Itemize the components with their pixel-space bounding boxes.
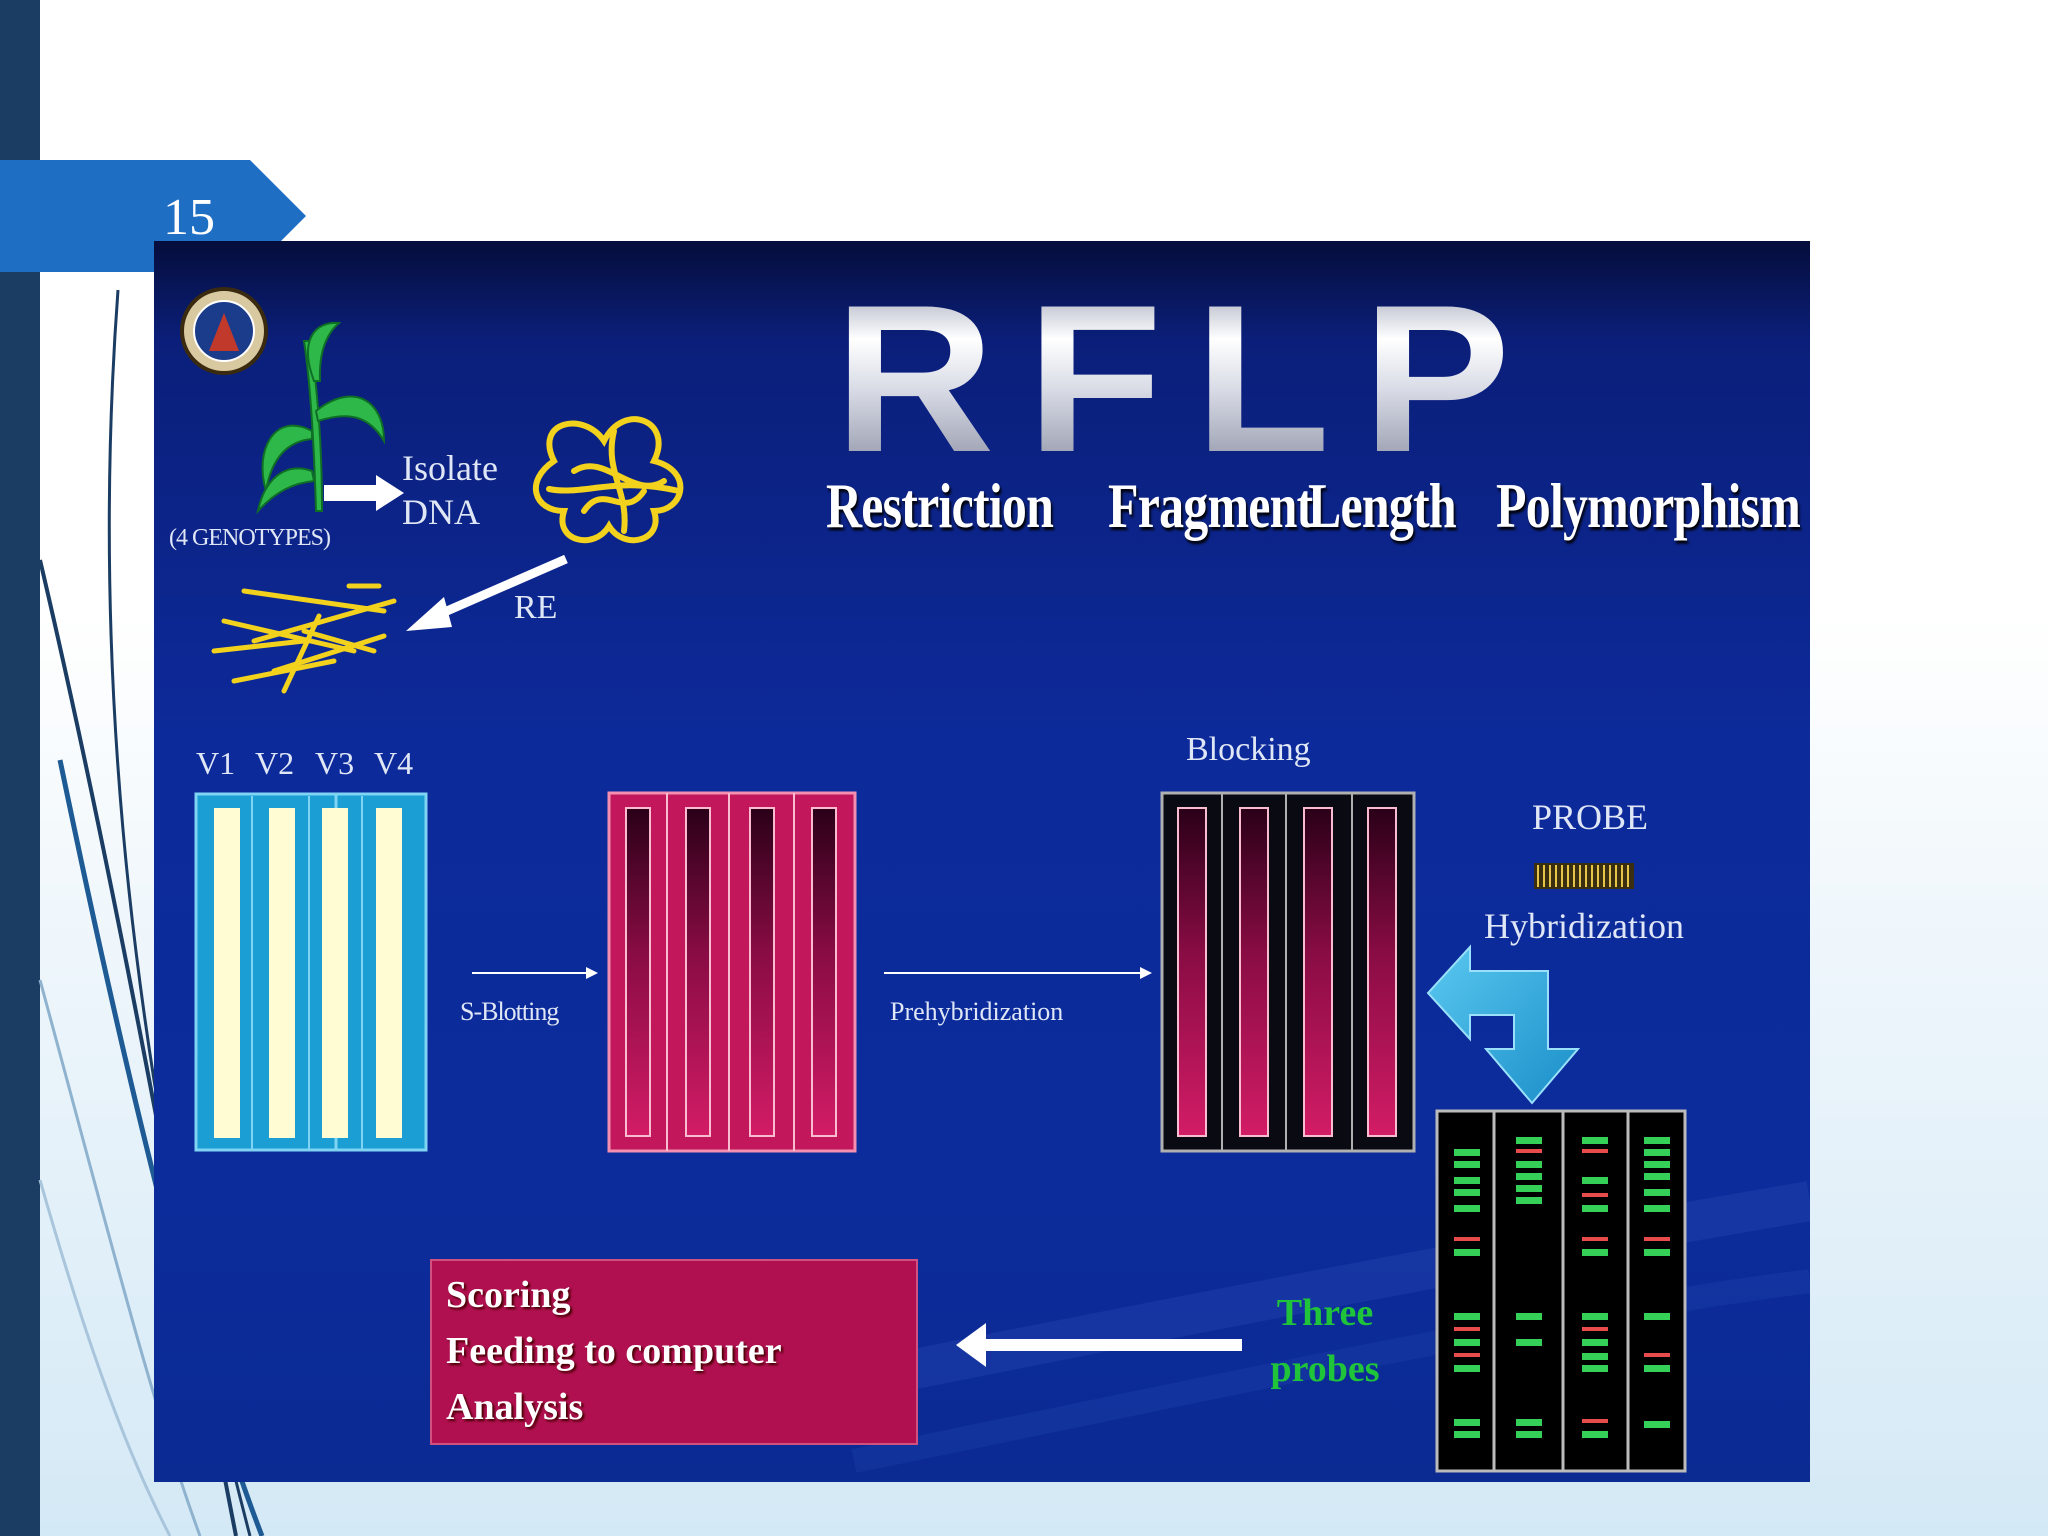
autoradiograph-band [1454, 1353, 1480, 1357]
autoradiograph [1435, 1109, 1687, 1473]
autoradiograph-band [1644, 1353, 1670, 1357]
dna-tangle-icon [532, 416, 684, 544]
blocked-membrane [1160, 791, 1416, 1153]
probe-icon [1534, 863, 1634, 889]
autoradiograph-band [1644, 1249, 1670, 1256]
slide-number: 15 [163, 189, 215, 246]
autoradiograph-band [1454, 1327, 1480, 1331]
result-arrow-icon [956, 1323, 1242, 1367]
word-fragment: Fragment [1108, 470, 1313, 541]
word-restriction: Restriction [826, 470, 1054, 541]
autoradiograph-band [1454, 1189, 1480, 1196]
autoradiograph-band [1644, 1421, 1670, 1428]
lane-label-v1: V1 [196, 745, 236, 781]
autoradiograph-band [1454, 1339, 1480, 1346]
autoradiograph-band [1454, 1177, 1480, 1184]
autoradiograph-band [1516, 1185, 1542, 1192]
autoradiograph-band [1644, 1205, 1670, 1212]
rflp-figure: RFLP Restriction Fragment Length Polymor… [154, 241, 1810, 1482]
autoradiograph-band [1582, 1193, 1608, 1197]
three-probes-line-1: Three [1276, 1292, 1374, 1334]
autoradiograph-band [1582, 1149, 1608, 1153]
isolate-label: Isolate [402, 448, 498, 488]
s-blotting-label: S-Blotting [460, 997, 559, 1026]
autoradiograph-band [1644, 1173, 1670, 1180]
autoradiograph-band [1516, 1197, 1542, 1204]
result-scoring: Scoring [446, 1274, 571, 1316]
lane-label-v3: V3 [315, 745, 355, 781]
autoradiograph-band [1582, 1431, 1608, 1438]
autoradiograph-band [1516, 1173, 1542, 1180]
genotypes-label: (4 GENOTYPES) [169, 525, 331, 551]
autoradiograph-band [1582, 1365, 1608, 1372]
autoradiograph-band [1644, 1365, 1670, 1372]
autoradiograph-band [1454, 1249, 1480, 1256]
three-probes-line-2: probes [1270, 1348, 1380, 1390]
autoradiograph-band [1516, 1339, 1542, 1346]
autoradiograph-band [1644, 1137, 1670, 1144]
re-arrow-icon [406, 554, 568, 631]
three-probes-label: Three probes [1255, 1285, 1395, 1397]
autoradiograph-band [1516, 1137, 1542, 1144]
dna-fragments-icon [211, 583, 397, 694]
lane-label-v2: V2 [255, 745, 295, 781]
prehybridization-label: Prehybridization [890, 997, 1064, 1026]
autoradiograph-band [1644, 1189, 1670, 1196]
autoradiograph-band [1582, 1137, 1608, 1144]
autoradiograph-band [1644, 1149, 1670, 1156]
rflp-title: RFLP [834, 261, 1543, 496]
autoradiograph-band [1582, 1205, 1608, 1212]
autoradiograph-band [1454, 1161, 1480, 1168]
autoradiograph-band [1644, 1237, 1670, 1241]
autoradiograph-band [1454, 1419, 1480, 1426]
isolate-arrow-icon [324, 475, 404, 511]
autoradiograph-band [1582, 1313, 1608, 1320]
autoradiograph-band [1454, 1237, 1480, 1241]
dna-label: DNA [402, 492, 480, 532]
autoradiograph-band [1582, 1339, 1608, 1346]
word-polymorphism: Polymorphism [1496, 470, 1801, 541]
word-length: Length [1308, 470, 1457, 541]
autoradiograph-band [1582, 1419, 1608, 1423]
result-box: Scoring Feeding to computer Analysis [430, 1259, 918, 1445]
autoradiograph-band [1516, 1149, 1542, 1153]
blotting-arrow-icon [472, 967, 598, 979]
result-analysis: Analysis [446, 1386, 584, 1428]
hybridization-arrow-icon [1426, 944, 1581, 1105]
autoradiograph-band [1454, 1205, 1480, 1212]
autoradiograph-band [1582, 1327, 1608, 1331]
autoradiograph-band [1644, 1313, 1670, 1320]
plant-icon [256, 321, 386, 515]
autoradiograph-band [1516, 1161, 1542, 1168]
prehybridization-arrow-icon [884, 967, 1152, 979]
autoradiograph-band [1582, 1353, 1608, 1360]
autoradiograph-band [1454, 1313, 1480, 1320]
nylon-membrane [607, 791, 857, 1153]
university-seal-icon [180, 287, 268, 375]
agarose-gel [194, 792, 428, 1152]
autoradiograph-band [1454, 1365, 1480, 1372]
autoradiograph-band [1516, 1313, 1542, 1320]
autoradiograph-band [1454, 1431, 1480, 1438]
autoradiograph-band [1582, 1177, 1608, 1184]
lane-label-v4: V4 [374, 745, 414, 781]
autoradiograph-band [1582, 1237, 1608, 1241]
probe-label: PROBE [1532, 797, 1649, 837]
autoradiograph-band [1644, 1161, 1670, 1168]
autoradiograph-band [1454, 1149, 1480, 1156]
re-label: RE [514, 589, 558, 626]
result-feeding: Feeding to computer [446, 1330, 782, 1372]
blocking-label: Blocking [1186, 731, 1311, 768]
hybridization-label: Hybridization [1484, 906, 1684, 946]
autoradiograph-band [1516, 1419, 1542, 1426]
autoradiograph-band [1582, 1249, 1608, 1256]
autoradiograph-band [1516, 1431, 1542, 1438]
